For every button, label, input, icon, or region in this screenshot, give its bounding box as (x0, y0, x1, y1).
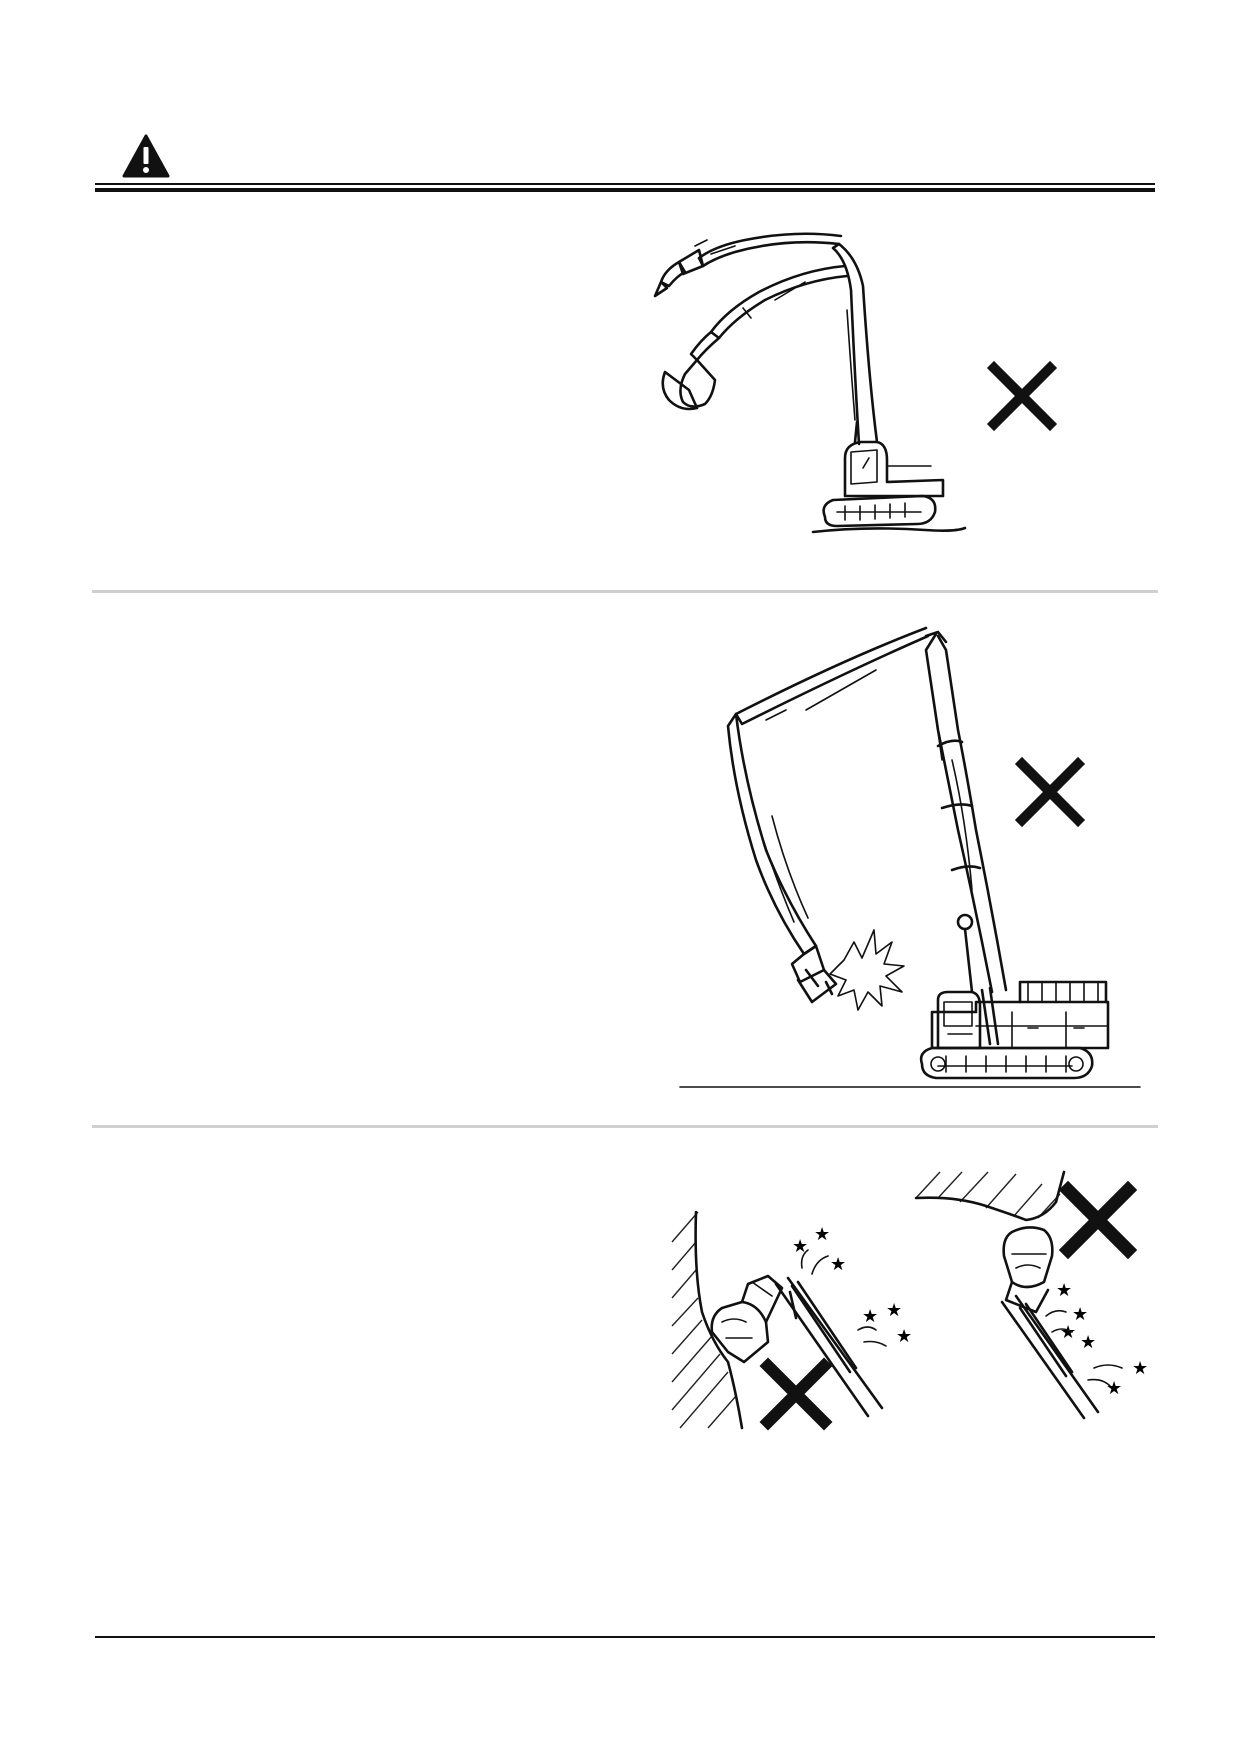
svg-text:★: ★ (1056, 1280, 1072, 1301)
header-rule-bottom (95, 188, 1155, 192)
svg-text:★: ★ (814, 1224, 830, 1245)
svg-text:★: ★ (1060, 1322, 1076, 1343)
svg-text:★: ★ (1106, 1378, 1122, 1399)
crusher-pressing-wall-figure: ★ ★ ★ ★ ★ ★ (671, 1210, 912, 1431)
svg-text:★: ★ (862, 1306, 878, 1327)
warning-triangle-icon (122, 134, 170, 178)
svg-text:★: ★ (830, 1254, 846, 1275)
wall-hatching (671, 1211, 737, 1429)
crusher-pressing-ceiling-figure: ★ ★ ★ ★ ★ ★ (914, 1170, 1148, 1420)
footer-rule (95, 1636, 1155, 1638)
svg-text:★: ★ (886, 1300, 902, 1321)
ceiling-hatching (915, 1171, 1061, 1219)
long-reach-machine-figure (679, 626, 1141, 1088)
section-separator (92, 1125, 1158, 1128)
section-separator (92, 590, 1158, 593)
prohibited-x-icon (1014, 756, 1086, 828)
svg-text:★: ★ (1132, 1358, 1148, 1379)
svg-text:★: ★ (1072, 1304, 1088, 1325)
boom-and-arm-raised-figure (653, 232, 967, 534)
svg-text:★: ★ (1080, 1332, 1096, 1353)
svg-text:★: ★ (792, 1236, 808, 1257)
svg-text:★: ★ (896, 1326, 912, 1347)
prohibited-x-icon (986, 360, 1058, 432)
header-rule-top (95, 183, 1155, 185)
